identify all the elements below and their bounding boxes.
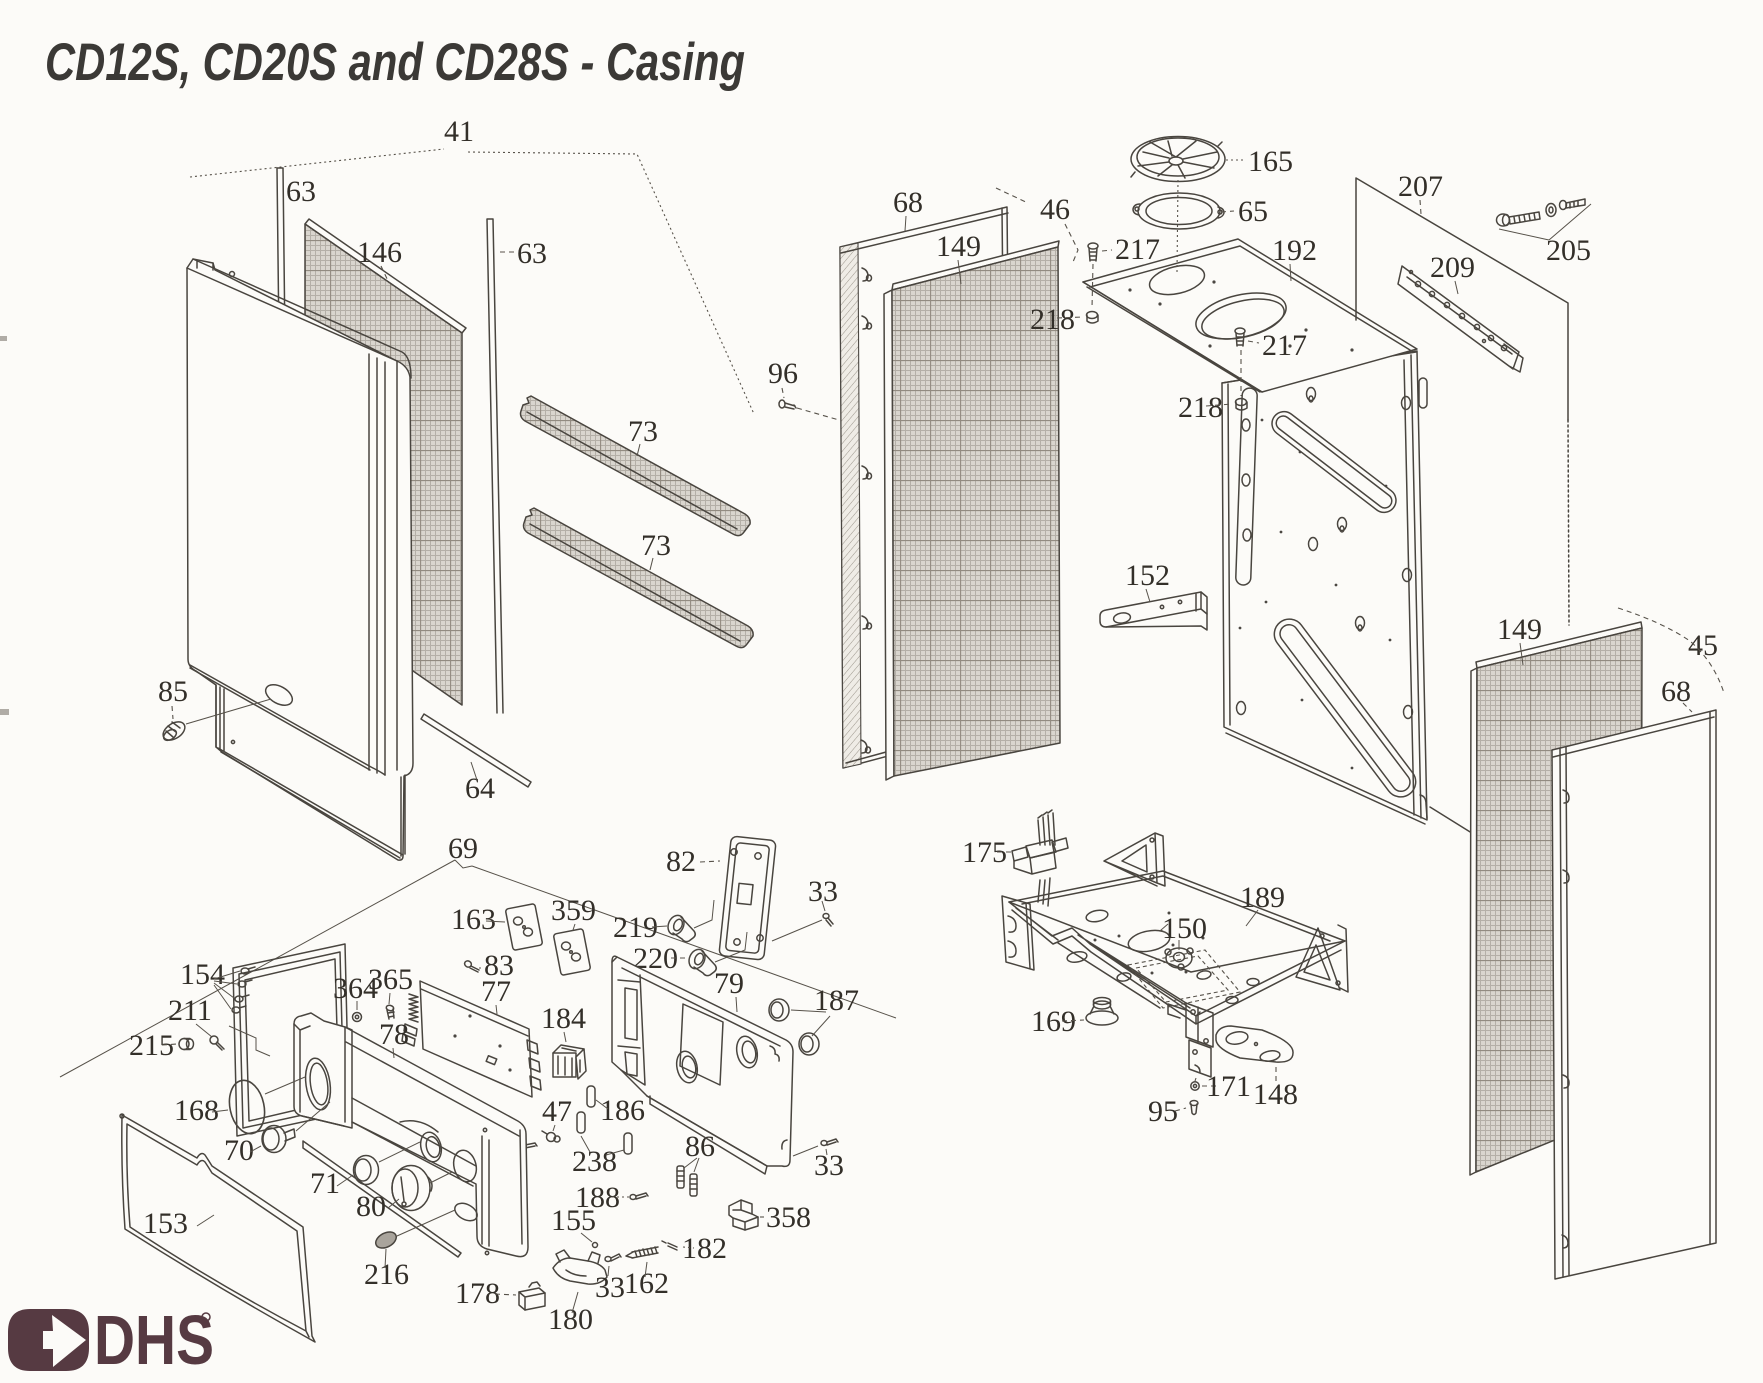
- svg-text:163: 163: [451, 903, 496, 936]
- svg-text:95: 95: [1148, 1095, 1178, 1128]
- svg-text:77: 77: [481, 975, 511, 1008]
- svg-text:364: 364: [333, 972, 378, 1005]
- svg-text:41: 41: [444, 115, 474, 148]
- svg-text:211: 211: [168, 994, 212, 1027]
- svg-text:80: 80: [356, 1190, 386, 1223]
- svg-text:73: 73: [628, 415, 658, 448]
- svg-text:182: 182: [682, 1232, 727, 1265]
- svg-text:180: 180: [548, 1303, 593, 1336]
- svg-text:46: 46: [1040, 193, 1070, 226]
- svg-text:DHS: DHS: [94, 1301, 214, 1379]
- svg-text:165: 165: [1248, 145, 1293, 178]
- svg-text:45: 45: [1688, 629, 1718, 662]
- svg-text:82: 82: [666, 845, 696, 878]
- svg-text:217: 217: [1115, 233, 1160, 266]
- svg-text:152: 152: [1125, 559, 1170, 592]
- svg-text:150: 150: [1162, 912, 1207, 945]
- svg-text:149: 149: [936, 230, 981, 263]
- svg-text:68: 68: [1661, 675, 1691, 708]
- svg-text:73: 73: [641, 529, 671, 562]
- svg-text:68: 68: [893, 186, 923, 219]
- svg-text:70: 70: [224, 1134, 254, 1167]
- svg-text:238: 238: [572, 1145, 617, 1178]
- svg-text:168: 168: [174, 1094, 219, 1127]
- svg-text:CD12S, CD20S and CD28S - Casin: CD12S, CD20S and CD28S - Casing: [45, 33, 745, 92]
- svg-text:47: 47: [542, 1095, 572, 1128]
- svg-text:63: 63: [286, 175, 316, 208]
- svg-text:358: 358: [766, 1201, 811, 1234]
- svg-text:79: 79: [714, 967, 744, 1000]
- svg-text:218: 218: [1178, 391, 1223, 424]
- svg-text:219: 219: [613, 911, 658, 944]
- svg-text:178: 178: [455, 1277, 500, 1310]
- svg-text:171: 171: [1206, 1070, 1251, 1103]
- svg-text:86: 86: [685, 1130, 715, 1163]
- svg-text:209: 209: [1430, 251, 1475, 284]
- svg-text:33: 33: [595, 1271, 625, 1304]
- svg-text:83: 83: [484, 949, 514, 982]
- svg-text:216: 216: [364, 1258, 409, 1291]
- svg-text:205: 205: [1546, 234, 1591, 267]
- svg-text:96: 96: [768, 357, 798, 390]
- svg-text:153: 153: [143, 1207, 188, 1240]
- svg-text:365: 365: [368, 963, 413, 996]
- svg-text:217: 217: [1262, 329, 1307, 362]
- svg-text:148: 148: [1253, 1078, 1298, 1111]
- svg-text:63: 63: [517, 237, 547, 270]
- svg-text:69: 69: [448, 832, 478, 865]
- svg-text:162: 162: [624, 1267, 669, 1300]
- svg-text:149: 149: [1497, 613, 1542, 646]
- svg-text:33: 33: [814, 1149, 844, 1182]
- svg-text:71: 71: [310, 1167, 340, 1200]
- svg-text:33: 33: [808, 875, 838, 908]
- svg-text:85: 85: [158, 675, 188, 708]
- svg-text:169: 169: [1031, 1005, 1076, 1038]
- svg-text:184: 184: [541, 1002, 586, 1035]
- svg-text:218: 218: [1030, 303, 1075, 336]
- svg-text:65: 65: [1238, 195, 1268, 228]
- svg-text:186: 186: [600, 1094, 645, 1127]
- svg-text:207: 207: [1398, 170, 1443, 203]
- svg-text:146: 146: [357, 236, 402, 269]
- svg-text:78: 78: [379, 1018, 409, 1051]
- svg-text:359: 359: [551, 894, 596, 927]
- svg-text:64: 64: [465, 772, 495, 805]
- svg-text:155: 155: [551, 1204, 596, 1237]
- svg-text:215: 215: [129, 1029, 174, 1062]
- svg-text:189: 189: [1240, 881, 1285, 914]
- svg-text:192: 192: [1272, 234, 1317, 267]
